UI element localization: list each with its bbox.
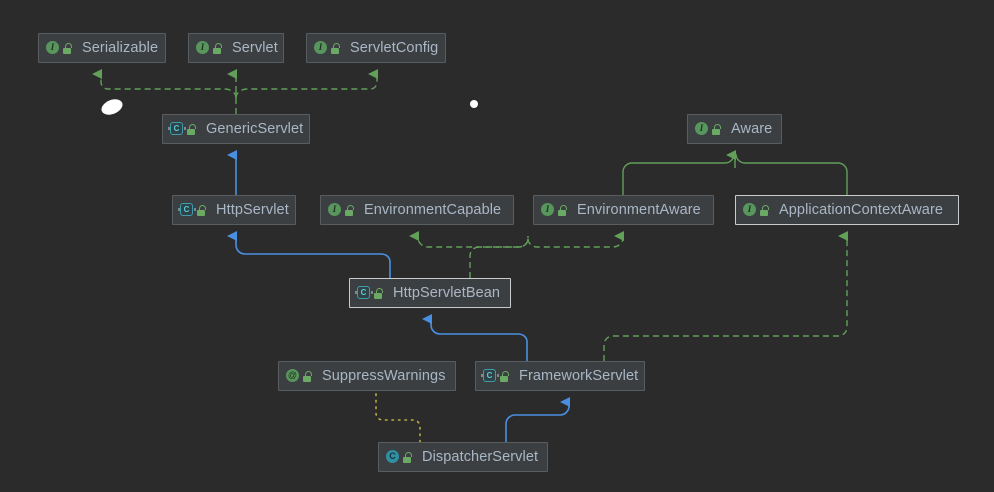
uml-node-suppresswarnings[interactable]: @ SuppressWarnings (278, 361, 456, 391)
cursor-blob (99, 96, 125, 118)
public-lock-icon (303, 370, 314, 383)
abstract-class-icon: C (357, 286, 371, 300)
public-lock-icon (558, 204, 569, 217)
node-label: HttpServletBean (393, 284, 501, 301)
node-label: ApplicationContextAware (779, 201, 944, 218)
abstract-class-icon: C (180, 203, 194, 217)
node-label: ServletConfig (350, 39, 439, 56)
edge-httpservletbean-extends-httpservlet (227, 231, 391, 278)
uml-node-serializable[interactable]: I Serializable (38, 33, 166, 63)
public-lock-icon (345, 204, 356, 217)
uml-node-dispatcherservlet[interactable]: C DispatcherServlet (378, 442, 548, 472)
annotation-icon: @ (286, 369, 299, 382)
edge-frameworkservlet-implements-applicationcontextaware (603, 231, 848, 361)
interface-icon: I (743, 203, 757, 217)
interface-icon: I (328, 203, 342, 217)
node-label: GenericServlet (206, 120, 304, 137)
uml-node-genericservlet[interactable]: C GenericServlet (162, 114, 310, 144)
uml-node-applicationcontextaware[interactable]: I ApplicationContextAware (735, 195, 959, 225)
edge-dispatcherservlet-extends-frameworkservlet (505, 397, 570, 442)
node-label: Aware (731, 120, 773, 137)
edge-genericservlet-implements (92, 69, 378, 114)
interface-icon: I (46, 41, 60, 55)
uml-node-frameworkservlet[interactable]: C FrameworkServlet (475, 361, 645, 391)
class-icon: C (386, 450, 400, 464)
uml-node-environmentcapable[interactable]: I EnvironmentCapable (320, 195, 514, 225)
public-lock-icon (403, 451, 414, 464)
uml-node-aware[interactable]: I Aware (687, 114, 782, 144)
public-lock-icon (500, 370, 511, 383)
public-lock-icon (213, 42, 224, 55)
public-lock-icon (187, 123, 198, 136)
edge-dispatcherservlet-annotation-suppresswarnings (375, 390, 421, 443)
public-lock-icon (760, 204, 771, 217)
node-label: HttpServlet (216, 201, 289, 218)
abstract-class-icon: C (483, 369, 497, 383)
public-lock-icon (197, 204, 208, 217)
public-lock-icon (63, 42, 74, 55)
interface-icon: I (314, 41, 328, 55)
node-label: EnvironmentCapable (364, 201, 502, 218)
interface-icon: I (196, 41, 210, 55)
node-label: DispatcherServlet (422, 448, 539, 465)
node-label: EnvironmentAware (577, 201, 701, 218)
uml-node-environmentaware[interactable]: I EnvironmentAware (533, 195, 714, 225)
public-lock-icon (331, 42, 342, 55)
uml-node-servlet[interactable]: I Servlet (188, 33, 284, 63)
uml-node-httpservlet[interactable]: C HttpServlet (172, 195, 296, 225)
edge-httpservletbean-implements (409, 231, 624, 278)
edge-frameworkservlet-extends-httpservletbean (422, 314, 528, 361)
uml-node-servletconfig[interactable]: I ServletConfig (306, 33, 446, 63)
node-label: SuppressWarnings (322, 367, 446, 384)
node-label: Servlet (232, 39, 278, 56)
public-lock-icon (712, 123, 723, 136)
interface-icon: I (541, 203, 555, 217)
dot-marker (470, 100, 478, 108)
public-lock-icon (374, 287, 385, 300)
edge-aware-extends (622, 150, 848, 195)
node-label: Serializable (82, 39, 159, 56)
abstract-class-icon: C (170, 122, 184, 136)
node-label: FrameworkServlet (519, 367, 639, 384)
interface-icon: I (695, 122, 709, 136)
uml-node-httpservletbean[interactable]: C HttpServletBean (349, 278, 511, 308)
